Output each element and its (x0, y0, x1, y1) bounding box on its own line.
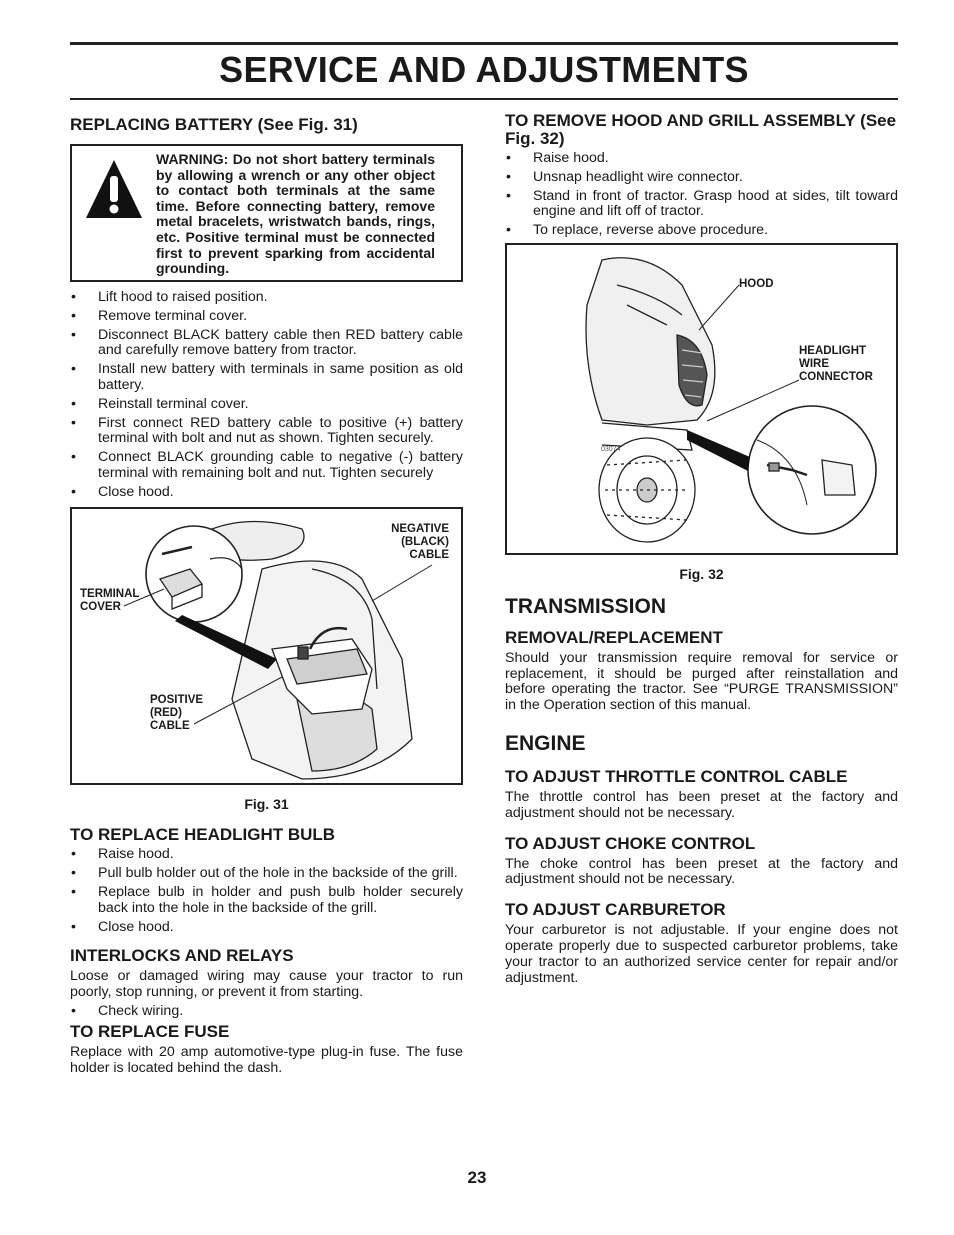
label-terminal-cover: TERMINAL COVER (80, 587, 140, 613)
list-item: Install new battery with terminals in sa… (70, 361, 463, 394)
engine-heading: ENGINE (505, 731, 586, 755)
fuse-text: Replace with 20 amp automotive-type plug… (70, 1043, 463, 1076)
headlight-heading: TO REPLACE HEADLIGHT BULB (70, 825, 336, 845)
page-title: SERVICE AND ADJUSTMENTS (219, 49, 749, 90)
figure-32-caption: Fig. 32 (679, 565, 724, 582)
battery-heading: REPLACING BATTERY (See Fig. 31) (70, 115, 358, 134)
list-item: Raise hood. (70, 847, 463, 863)
removal-replacement-heading: REMOVAL/REPLACEMENT (505, 627, 723, 647)
carburetor-heading: TO ADJUST CARBURETOR (505, 900, 726, 920)
throttle-heading: TO ADJUST THROTTLE CONTROL CABLE (505, 766, 848, 786)
list-item: Pull bulb holder out of the hole in the … (70, 865, 463, 882)
interlocks-heading: INTERLOCKS AND RELAYS (70, 946, 294, 966)
list-item: First connect RED battery cable to posit… (70, 415, 463, 448)
figure-31: NEGATIVE (BLACK) CABLE TERMINAL COVER PO… (70, 506, 463, 785)
list-item: Reinstall terminal cover. (70, 396, 463, 413)
list-item: To replace, reverse above procedure. (505, 222, 898, 239)
hood-illustration (585, 257, 877, 543)
choke-heading: TO ADJUST CHOKE CONTROL (505, 833, 756, 853)
label-positive-cable: POSITIVE (RED) CABLE (150, 693, 204, 732)
figure-32: HOOD HEADLIGHT WIRE CONNECTOR 03074 (505, 242, 898, 555)
list-item: Replace bulb in holder and push bulb hol… (70, 884, 463, 917)
list-item: Stand in front of tractor. Grasp hood at… (505, 188, 898, 221)
fuse-heading: TO REPLACE FUSE (70, 1021, 230, 1041)
list-item: Close hood. (70, 484, 463, 501)
hood-heading: TO REMOVE HOOD AND GRILL ASSEMBLY (See F… (505, 111, 897, 148)
warning-box: WARNING: Do not short battery terminals … (70, 144, 463, 282)
hood-steps: Raise hood. Unsnap headlight wire connec… (505, 150, 898, 239)
list-item: Lift hood to raised position. (70, 289, 463, 306)
warning-text: WARNING: Do not short battery terminals … (156, 151, 435, 277)
page-number: 23 (467, 1168, 487, 1187)
figure-31-caption: Fig. 31 (244, 795, 289, 812)
title-underline (70, 98, 898, 100)
list-item: Raise hood. (505, 150, 898, 167)
interlocks-text: Loose or damaged wiring may cause your t… (70, 968, 463, 1001)
label-headlight-connector: HEADLIGHT WIRE CONNECTOR (799, 344, 873, 383)
list-item: Remove terminal cover. (70, 308, 463, 325)
list-item: Close hood. (70, 919, 463, 936)
battery-steps: Lift hood to raised position. Remove ter… (70, 289, 463, 501)
label-hood: HOOD (739, 277, 774, 290)
battery-illustration (123, 520, 433, 780)
headlight-steps: Raise hood. Pull bulb holder out of the … (70, 847, 463, 936)
top-rule (70, 42, 898, 45)
right-column: TO REMOVE HOOD AND GRILL ASSEMBLY (See F… (505, 112, 898, 986)
list-item: Check wiring. (70, 1003, 463, 1020)
choke-text: The choke control has been preset at the… (505, 855, 898, 888)
carburetor-text: Your carburetor is not adjustable. If yo… (505, 922, 898, 986)
left-column: REPLACING BATTERY (See Fig. 31) WARNING:… (70, 116, 463, 1076)
list-item: Disconnect BLACK battery cable then RED … (70, 327, 463, 360)
list-item: Connect BLACK grounding cable to negativ… (70, 449, 463, 482)
label-negative-cable: NEGATIVE (BLACK) CABLE (391, 522, 449, 561)
warning-icon (86, 160, 142, 218)
part-code: 03074 (601, 445, 621, 453)
throttle-text: The throttle control has been preset at … (505, 788, 898, 821)
list-item: Unsnap headlight wire connector. (505, 169, 898, 186)
transmission-heading: TRANSMISSION (505, 594, 667, 618)
transmission-text: Should your transmission require removal… (505, 649, 898, 714)
interlocks-steps: Check wiring. (70, 1003, 463, 1020)
